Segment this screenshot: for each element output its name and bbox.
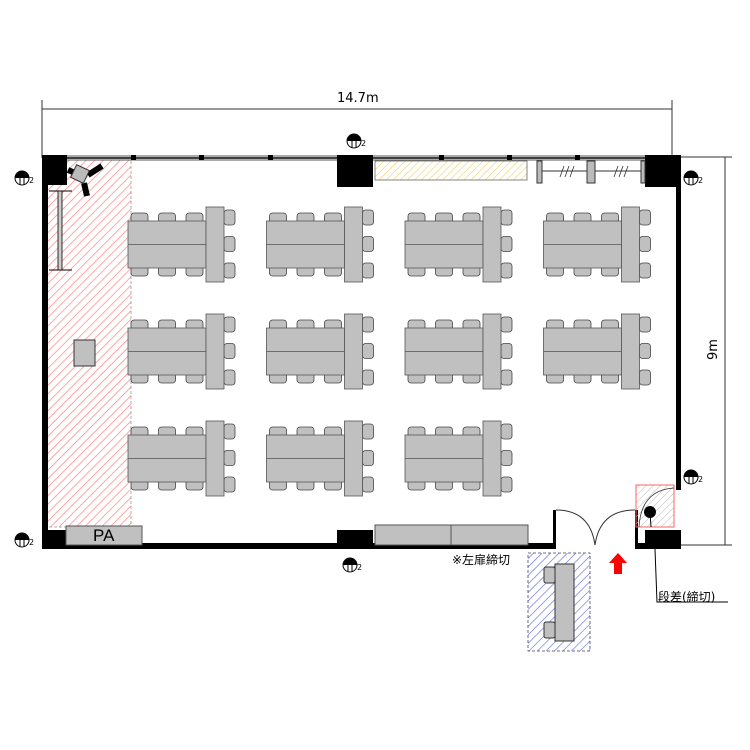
- storage-area: [374, 160, 528, 181]
- table: [621, 206, 640, 283]
- bottom-counter: [374, 524, 529, 546]
- table: [482, 420, 502, 497]
- height-dimension: [681, 156, 732, 546]
- projection-screen: [49, 190, 72, 271]
- chair: [639, 316, 651, 333]
- chair: [639, 209, 651, 226]
- entrance-arrow-icon: [609, 553, 627, 574]
- chair: [223, 423, 236, 440]
- height-label: 9m: [705, 339, 721, 360]
- table: [621, 313, 640, 390]
- table: [482, 313, 502, 390]
- chair: [362, 236, 374, 252]
- chair: [639, 369, 651, 386]
- pa-desk: [65, 525, 143, 546]
- chair: [223, 262, 236, 279]
- table: [344, 206, 363, 283]
- outlets: [14, 133, 699, 573]
- table-cluster: [543, 206, 651, 283]
- chair: [362, 450, 374, 466]
- outlet-count-label: 2: [698, 475, 704, 484]
- chair: [362, 262, 374, 279]
- table: [205, 420, 225, 497]
- outlet-icon: [346, 133, 362, 149]
- chair: [223, 236, 236, 252]
- chair: [362, 343, 374, 359]
- step-area: [635, 484, 675, 528]
- chair: [223, 450, 236, 466]
- left-door-note: ※左扉締切: [452, 553, 511, 567]
- outlet-count-label: 2: [361, 139, 367, 148]
- table-cluster: [404, 313, 513, 390]
- table-cluster: [266, 420, 374, 497]
- table: [344, 313, 363, 390]
- table: [344, 420, 363, 497]
- chair: [362, 476, 374, 493]
- table-cluster: [127, 313, 236, 390]
- table-cluster: [127, 420, 236, 497]
- outlet-icon: [683, 170, 699, 186]
- table: [205, 206, 225, 283]
- window-blinds: [536, 160, 646, 184]
- chair: [223, 316, 236, 333]
- width-label: 14.7m: [337, 91, 379, 106]
- outlet-count-label: 2: [29, 176, 35, 185]
- table-cluster: [404, 420, 513, 497]
- table-cluster: [543, 313, 651, 390]
- chair: [639, 343, 651, 359]
- chair: [362, 369, 374, 386]
- outlet-icon: [14, 532, 30, 548]
- step-leader-line: [654, 548, 728, 603]
- outlet-count-label: 2: [357, 563, 363, 572]
- chair: [500, 343, 513, 359]
- outlet-count-label: 2: [29, 538, 35, 547]
- table-cluster: [266, 206, 374, 283]
- table: [482, 206, 502, 283]
- chair: [639, 236, 651, 252]
- chair: [223, 369, 236, 386]
- chair: [500, 236, 513, 252]
- chair: [500, 423, 513, 440]
- chair: [500, 476, 513, 493]
- width-dimension: [41, 100, 673, 158]
- outlet-icon: [683, 469, 699, 485]
- outlet-icon: [342, 557, 358, 573]
- projector-icon: [66, 163, 104, 197]
- step-note: 段差(締切): [658, 590, 716, 604]
- table-cluster: [404, 206, 513, 283]
- table-clusters: [127, 206, 651, 497]
- lectern: [73, 339, 96, 367]
- chair: [362, 209, 374, 226]
- chair: [500, 450, 513, 466]
- chair: [500, 369, 513, 386]
- chair: [362, 316, 374, 333]
- chair: [500, 209, 513, 226]
- door-swing-icon: [555, 509, 636, 546]
- chair: [639, 262, 651, 279]
- table: [205, 313, 225, 390]
- reception-area: [527, 552, 591, 652]
- table-cluster: [266, 313, 374, 390]
- table-cluster: [127, 206, 236, 283]
- chair: [223, 476, 236, 493]
- outlet-icon: [14, 170, 30, 186]
- chair: [223, 209, 236, 226]
- columns: [42, 155, 681, 549]
- chair: [362, 423, 374, 440]
- pa-label: PA: [93, 526, 115, 545]
- chair: [500, 316, 513, 333]
- chair: [500, 262, 513, 279]
- outlet-count-label: 2: [698, 176, 704, 185]
- chair: [223, 343, 236, 359]
